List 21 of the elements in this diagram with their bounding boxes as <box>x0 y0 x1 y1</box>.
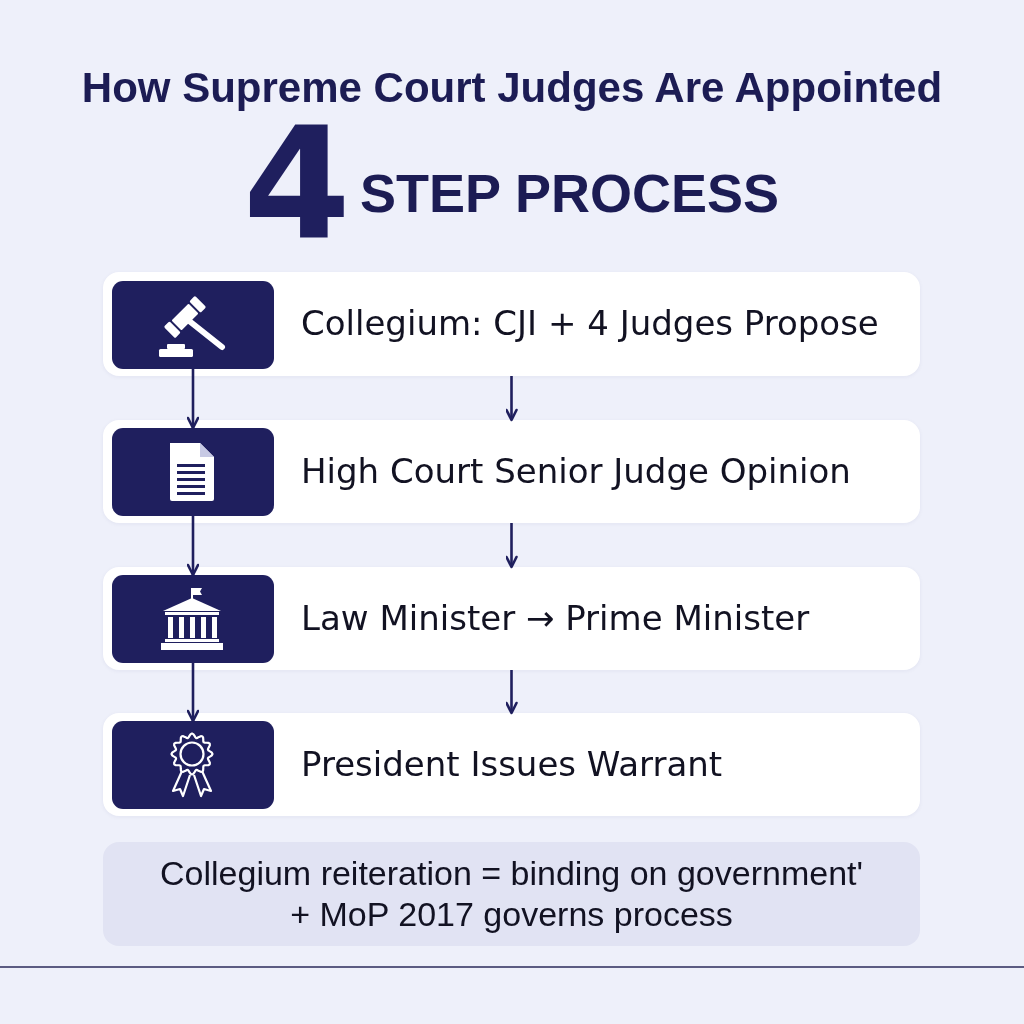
icon-tile <box>112 575 274 663</box>
arrow <box>186 516 200 577</box>
icon-tile <box>112 428 274 516</box>
step-text: Collegium: CJI + 4 Judges Propose <box>301 304 879 344</box>
icon-tile <box>112 281 274 369</box>
icon-tile <box>112 721 274 809</box>
subtitle: STEP PROCESS <box>360 166 780 220</box>
step-card <box>103 713 920 816</box>
title: How Supreme Court Judges Are Appointed <box>81 67 943 109</box>
step-card <box>103 420 920 523</box>
step-card <box>103 567 920 670</box>
arrow <box>505 670 518 715</box>
arrow <box>505 523 518 569</box>
step-card <box>103 272 920 376</box>
arrow <box>186 663 200 723</box>
arrow <box>186 369 200 430</box>
note-text: Collegium reiteration = binding on government' + MoP 2017 governs process <box>159 853 864 935</box>
step-text: Law Minister → Prime Minister <box>301 598 810 639</box>
step-text: High Court Senior Judge Opinion <box>301 451 851 492</box>
arrow <box>505 376 518 422</box>
step-text: President Issues Warrant <box>301 744 723 785</box>
